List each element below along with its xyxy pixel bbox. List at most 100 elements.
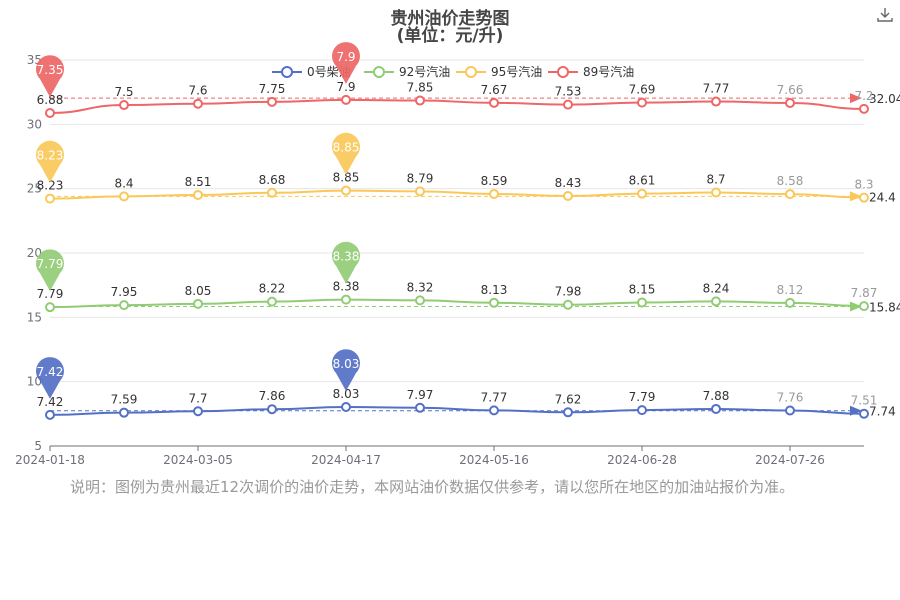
data-point	[637, 97, 647, 108]
data-point	[785, 405, 795, 416]
marker-pin-label: 7.79	[37, 257, 64, 271]
data-label: 8.32	[407, 280, 434, 294]
marker-pin	[332, 132, 361, 175]
data-label: 7.76	[777, 390, 804, 404]
data-point	[859, 192, 869, 203]
data-point	[785, 97, 795, 108]
average-label: 32.04	[869, 92, 900, 106]
marker-pin-label: 8.85	[333, 141, 360, 155]
series-line	[49, 98, 865, 115]
legend-label: 89号汽油	[583, 64, 634, 79]
data-point	[785, 297, 795, 308]
data-label: 7.5	[114, 85, 133, 99]
data-point	[489, 188, 499, 199]
data-point	[711, 187, 721, 198]
data-point	[711, 296, 721, 307]
data-point	[711, 96, 721, 107]
x-tick-label: 2024-06-28	[607, 453, 677, 467]
y-tick-label: 30	[27, 117, 42, 131]
data-point	[785, 189, 795, 200]
data-label: 7.62	[555, 392, 582, 406]
data-point	[119, 100, 129, 111]
data-label: 8.61	[629, 174, 656, 188]
average-label: 15.84	[869, 301, 900, 315]
marker-pin-label: 7.42	[37, 365, 64, 379]
data-point	[859, 408, 869, 419]
data-point	[415, 295, 425, 306]
data-label: 8.79	[407, 171, 434, 185]
data-label: 7.53	[555, 85, 582, 99]
data-label: 8.13	[481, 283, 508, 297]
data-point	[415, 402, 425, 413]
x-tick-label: 2024-05-16	[459, 453, 529, 467]
series-line	[49, 189, 865, 200]
data-label: 8.58	[777, 174, 804, 188]
data-point	[563, 407, 573, 418]
marker-pin	[36, 140, 65, 183]
data-point	[267, 404, 277, 415]
series-line	[49, 406, 865, 416]
data-point	[637, 405, 647, 416]
data-label: 8.59	[481, 174, 508, 188]
data-label: 8.05	[185, 284, 212, 298]
marker-pin	[36, 55, 64, 98]
data-point	[489, 297, 499, 308]
data-label: 7.79	[37, 287, 64, 301]
data-point	[193, 406, 203, 417]
data-label: 7.2	[854, 89, 873, 103]
data-label: 8.68	[259, 173, 286, 187]
data-point	[415, 95, 425, 106]
download-icon[interactable]	[876, 6, 894, 24]
data-label: 7.77	[481, 390, 508, 404]
marker-pin-label: 8.03	[333, 357, 360, 371]
data-point	[341, 94, 351, 105]
data-label: 7.98	[555, 285, 582, 299]
data-label: 7.9	[336, 80, 355, 94]
chart-note: 说明：图例为贵州最近12次调价的油价走势，本网站油价数据仅供参考，请以您所在地区…	[70, 478, 795, 496]
data-point	[45, 302, 55, 313]
marker-pin-label: 7.9	[336, 50, 355, 64]
average-arrow	[850, 93, 862, 104]
data-label: 7.97	[407, 388, 434, 402]
data-label: 7.85	[407, 81, 434, 95]
data-point	[563, 191, 573, 202]
data-point	[341, 402, 351, 413]
data-label: 8.24	[703, 281, 730, 295]
data-label: 7.42	[37, 395, 64, 409]
data-label: 7.59	[111, 393, 138, 407]
data-point	[193, 98, 203, 109]
average-arrow	[850, 191, 862, 202]
data-label: 7.87	[851, 286, 878, 300]
data-point	[45, 193, 55, 204]
data-point	[341, 294, 351, 305]
data-point	[193, 298, 203, 309]
data-label: 8.4	[114, 176, 133, 190]
y-tick-label: 25	[27, 182, 42, 196]
data-point	[267, 187, 277, 198]
average-label: 24.4	[869, 190, 896, 204]
data-point	[859, 103, 869, 114]
data-label: 8.51	[185, 175, 212, 189]
data-label: 7.67	[481, 83, 508, 97]
data-point	[45, 108, 55, 119]
series-line	[49, 298, 865, 309]
data-label: 8.15	[629, 283, 656, 297]
data-label: 7.79	[629, 390, 656, 404]
data-point	[45, 409, 55, 420]
y-tick-label: 5	[34, 439, 42, 453]
x-tick-label: 2024-04-17	[311, 453, 381, 467]
data-label: 7.6	[188, 84, 207, 98]
marker-pin-label: 8.38	[333, 250, 360, 264]
data-label: 8.23	[37, 179, 64, 193]
data-point	[193, 189, 203, 200]
data-label: 7.95	[111, 285, 138, 299]
legend-marker	[281, 66, 293, 78]
marker-pin	[332, 42, 360, 84]
data-point	[637, 297, 647, 308]
data-point	[637, 188, 647, 199]
data-point	[711, 403, 721, 414]
data-label: 8.03	[333, 387, 360, 401]
legend-marker	[465, 66, 477, 78]
data-point	[119, 191, 129, 202]
